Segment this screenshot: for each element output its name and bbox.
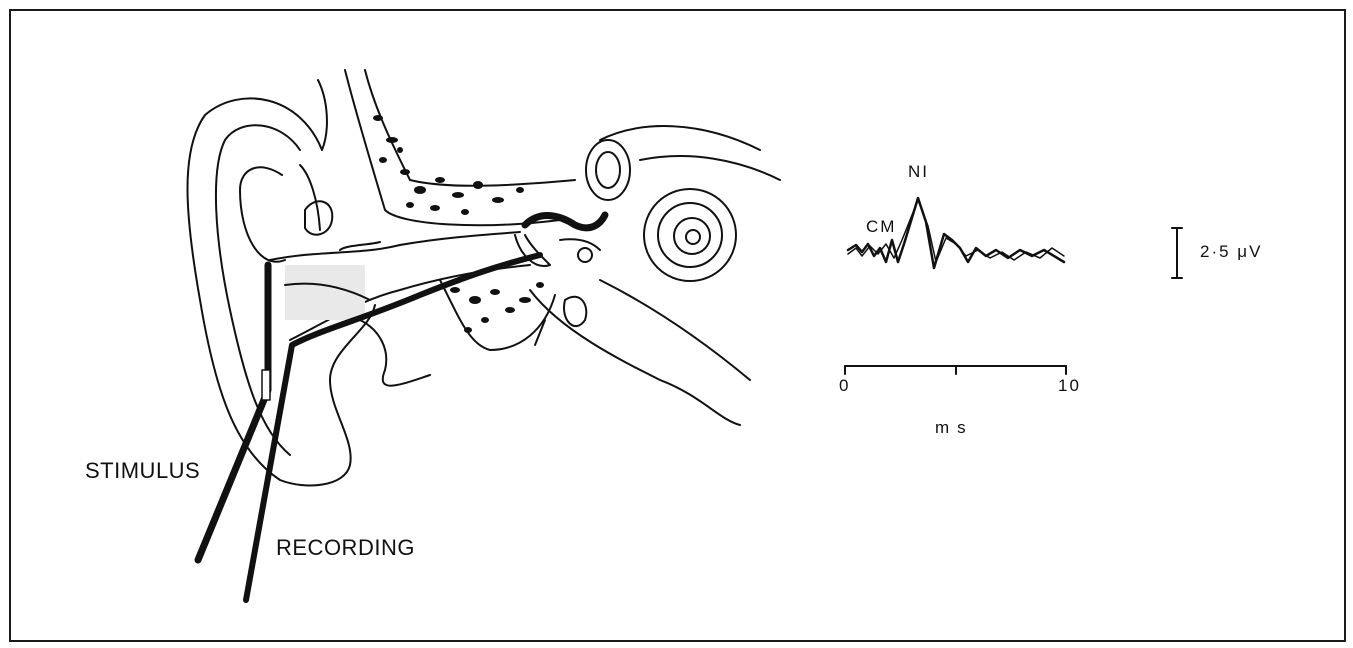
inner-ear-drawing [534, 139, 737, 346]
axis-tick-10: 10 [1058, 376, 1081, 395]
recording-label: RECORDING [276, 535, 415, 560]
electrodes-drawing [194, 252, 543, 603]
axis-tick-0: 0 [839, 376, 851, 395]
trace-2 [847, 199, 1065, 263]
stimulus-label: STIMULUS [85, 458, 201, 483]
n1-peak-label: NI [908, 162, 929, 181]
waveform-traces [846, 196, 1066, 270]
voltage-scale-bar [1171, 227, 1183, 279]
temporal-bone-drawing [344, 69, 781, 426]
scale-bar-label: 2·5 μV [1200, 242, 1263, 261]
time-axis [844, 365, 1067, 375]
axis-unit-label: ms [935, 418, 974, 437]
recording-electrode [243, 252, 543, 603]
ear-canal-drawing [269, 231, 531, 341]
trace-1 [846, 196, 1066, 270]
middle-ear-drawing [514, 211, 609, 267]
cm-label: CM [866, 217, 897, 236]
stimulus-electrode [194, 261, 272, 564]
air-cells-drawing [373, 115, 544, 333]
figure-frame [9, 9, 1346, 642]
